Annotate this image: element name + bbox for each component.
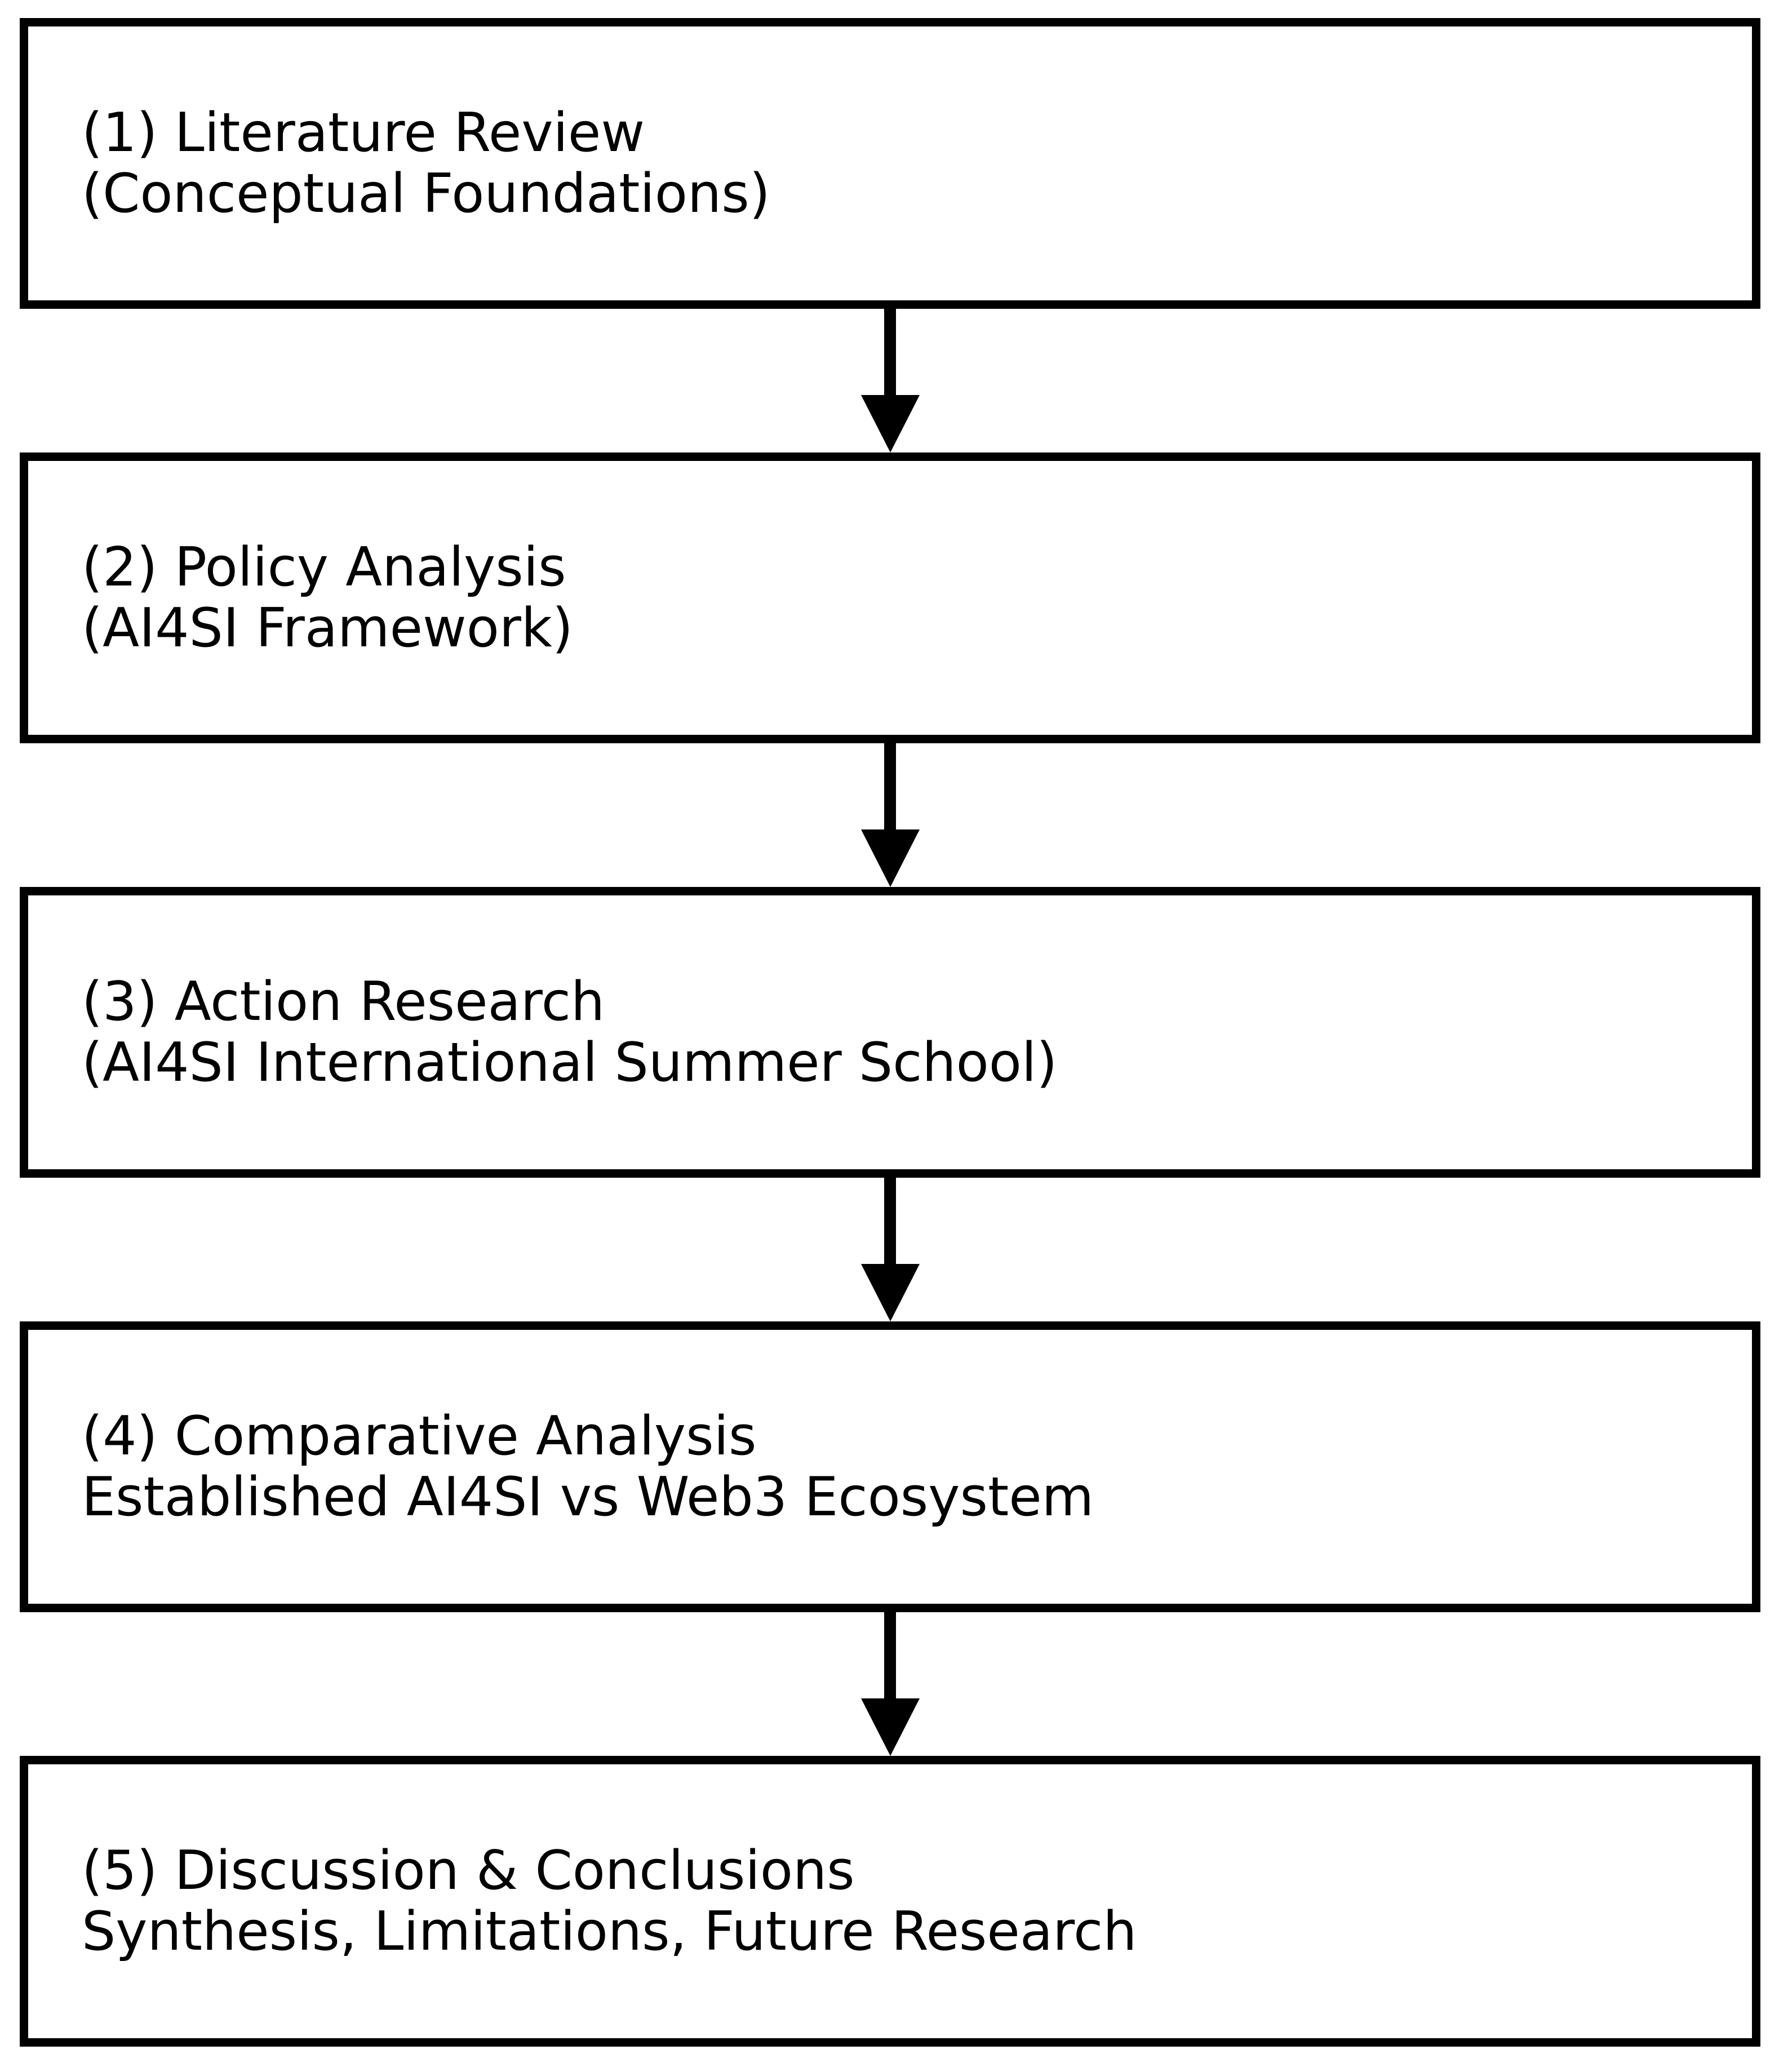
flow-step-1-title: (1) Literature Review (82, 102, 645, 164)
flow-step-1-subtitle: (Conceptual Foundations) (82, 163, 770, 225)
flow-step-box-4: (4) Comparative Analysis Established AI4… (20, 1321, 1760, 1612)
arrow-down-icon (860, 309, 920, 452)
flow-step-3-subtitle: (AI4SI International Summer School) (82, 1032, 1058, 1094)
arrow-stem (884, 309, 896, 395)
flow-step-box-2: (2) Policy Analysis (AI4SI Framework) (20, 452, 1760, 743)
arrow-down-icon (860, 1612, 920, 1756)
arrow-stem (884, 1612, 896, 1698)
arrow-stem (884, 1178, 896, 1264)
arrow-down-icon (860, 743, 920, 887)
flow-step-box-3: (3) Action Research (AI4SI International… (20, 887, 1760, 1178)
arrow-down-icon (860, 1178, 920, 1321)
flow-step-5-title: (5) Discussion & Conclusions (82, 1840, 855, 1902)
flow-step-4-subtitle: Established AI4SI vs Web3 Ecosystem (82, 1466, 1094, 1528)
arrow-head (860, 1698, 920, 1756)
arrow-head (860, 1264, 920, 1321)
flow-step-4-title: (4) Comparative Analysis (82, 1405, 757, 1467)
flowchart: (1) Literature Review (Conceptual Founda… (20, 18, 1760, 2047)
flow-step-5-subtitle: Synthesis, Limitations, Future Research (82, 1901, 1137, 1963)
arrow-head (860, 829, 920, 887)
flow-step-box-1: (1) Literature Review (Conceptual Founda… (20, 18, 1760, 309)
arrow-stem (884, 743, 896, 829)
flow-step-2-title: (2) Policy Analysis (82, 536, 566, 598)
flow-step-3-title: (3) Action Research (82, 971, 605, 1033)
arrow-head (860, 395, 920, 452)
flow-step-2-subtitle: (AI4SI Framework) (82, 597, 573, 659)
flow-step-box-5: (5) Discussion & Conclusions Synthesis, … (20, 1756, 1760, 2047)
